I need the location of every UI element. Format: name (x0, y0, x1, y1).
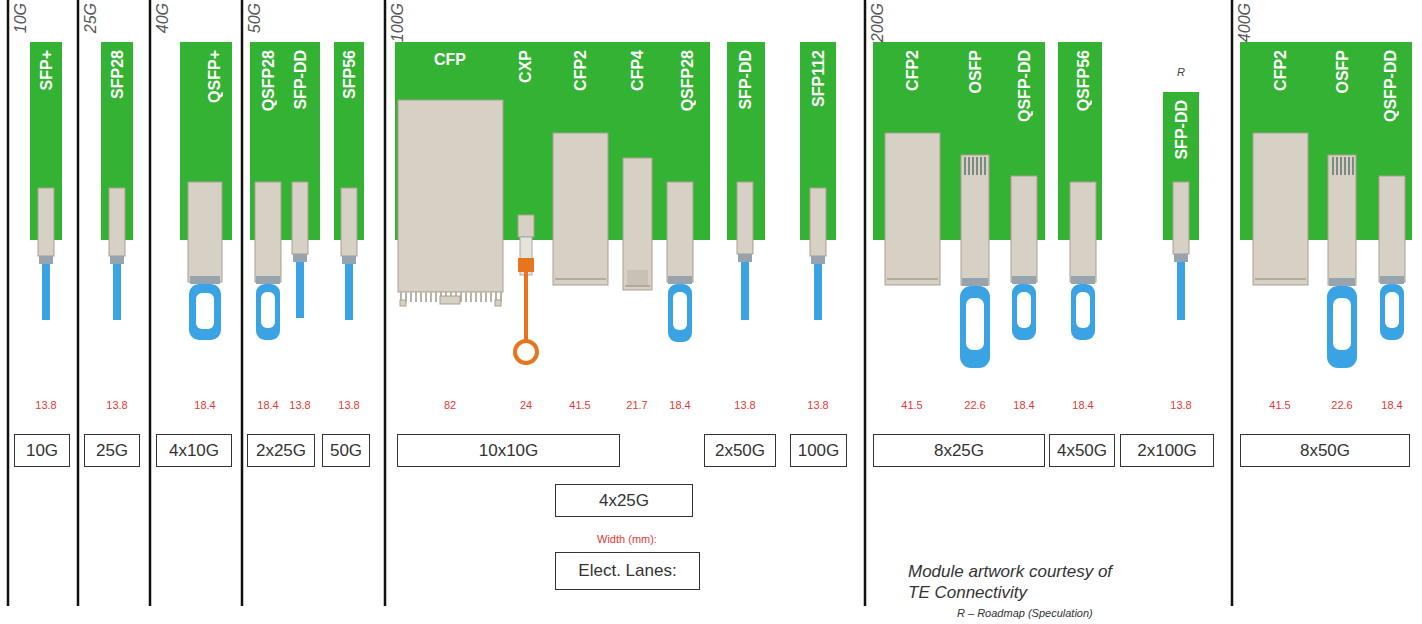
lane-label: 2x50G (715, 441, 765, 461)
width-value: 13.8 (106, 399, 127, 411)
width-value: 18.4 (669, 399, 690, 411)
module-name: OSFP (1333, 50, 1352, 94)
module-name: QSFP28 (259, 50, 278, 111)
module-name: SFP112 (809, 50, 828, 107)
width-legend: Width (mm): (597, 533, 657, 545)
cfp-module (398, 100, 503, 306)
lane-box: Elect. Lanes: (555, 552, 700, 590)
lane-box: 8x25G (873, 434, 1045, 467)
lane-box: 25G (84, 434, 140, 467)
width-value: 13.8 (734, 399, 755, 411)
width-value: 21.7 (626, 399, 647, 411)
cfp2-module (553, 133, 1308, 285)
width-value: 13.8 (289, 399, 310, 411)
lane-box: 10x10G (397, 434, 620, 467)
module-name: SFP-DD (1172, 100, 1191, 160)
credit-note: Module artwork courtesy of TE Connectivi… (908, 561, 1136, 603)
width-value: 41.5 (569, 399, 590, 411)
column-divider (8, 0, 1232, 606)
lane-box: 2x50G (704, 434, 776, 467)
width-value: 41.5 (1269, 399, 1290, 411)
width-value: 22.6 (964, 399, 985, 411)
module-name: QSFP-DD (1381, 50, 1400, 122)
lane-label: 2x25G (256, 441, 306, 461)
module-name: CFP2 (1271, 50, 1290, 91)
speed-header: 200G (869, 3, 887, 42)
speed-header: 100G (389, 3, 407, 42)
width-value: 13.8 (35, 399, 56, 411)
module-name: CFP (434, 50, 466, 69)
lane-label: 25G (96, 441, 128, 461)
lane-label: 4x25G (599, 491, 649, 511)
width-value: 18.4 (257, 399, 278, 411)
lane-box: 8x50G (1240, 434, 1410, 467)
speed-header: 50G (246, 3, 264, 33)
lane-box: 2x25G (247, 434, 315, 467)
lane-label: 100G (798, 441, 840, 461)
roadmap-mark: R (1177, 66, 1185, 78)
module-name: SFP28 (108, 50, 127, 99)
lane-box: 2x100G (1120, 434, 1214, 467)
lane-label: 8x50G (1300, 441, 1350, 461)
cfp4-module (623, 158, 652, 290)
module-name: SFP+ (37, 50, 56, 90)
speed-header: 25G (82, 3, 100, 33)
lane-box: 4x10G (156, 434, 232, 467)
speed-header: 400G (1236, 3, 1254, 42)
module-name: QSFP28 (678, 50, 697, 111)
speed-header: 10G (12, 3, 30, 33)
module-name: QSFP+ (205, 50, 224, 103)
module-name: SFP-DD (736, 50, 755, 110)
lane-box: 4x50G (1049, 434, 1115, 467)
qsfp-module (188, 176, 1405, 342)
width-value: 13.8 (338, 399, 359, 411)
width-value: 18.4 (1072, 399, 1093, 411)
width-value: 41.5 (901, 399, 922, 411)
lane-label: 4x50G (1057, 441, 1107, 461)
roadmap-note: R – Roadmap (Speculation) (957, 607, 1093, 619)
width-value: 22.6 (1331, 399, 1352, 411)
width-value: 24 (520, 399, 532, 411)
module-name: SFP-DD (291, 50, 310, 110)
width-value: 18.4 (1381, 399, 1402, 411)
module-name: QSFP56 (1074, 50, 1093, 111)
speed-header: 40G (154, 3, 172, 33)
lane-label: 4x10G (169, 441, 219, 461)
lane-label: 2x100G (1137, 441, 1197, 461)
lane-label: 50G (330, 441, 362, 461)
cxp-module (515, 215, 537, 363)
width-value: 13.8 (1170, 399, 1191, 411)
lane-label: Elect. Lanes: (578, 561, 676, 581)
width-value: 82 (444, 399, 456, 411)
width-value: 18.4 (1013, 399, 1034, 411)
module-name: SFP56 (340, 50, 359, 99)
lane-box: 50G (322, 434, 370, 467)
module-name: CFP4 (628, 50, 647, 91)
width-value: 13.8 (807, 399, 828, 411)
lane-label: 8x25G (934, 441, 984, 461)
lane-box: 4x25G (555, 484, 693, 517)
module-name: CXP (516, 50, 535, 83)
lane-box: 100G (790, 434, 848, 467)
module-name: OSFP (966, 50, 985, 94)
width-value: 18.4 (194, 399, 215, 411)
module-name: CFP2 (903, 50, 922, 91)
lane-label: 10x10G (479, 441, 539, 461)
module-name: QSFP-DD (1015, 50, 1034, 122)
module-name: CFP2 (571, 50, 590, 91)
lane-box: 10G (14, 434, 70, 467)
lane-label: 10G (26, 441, 58, 461)
